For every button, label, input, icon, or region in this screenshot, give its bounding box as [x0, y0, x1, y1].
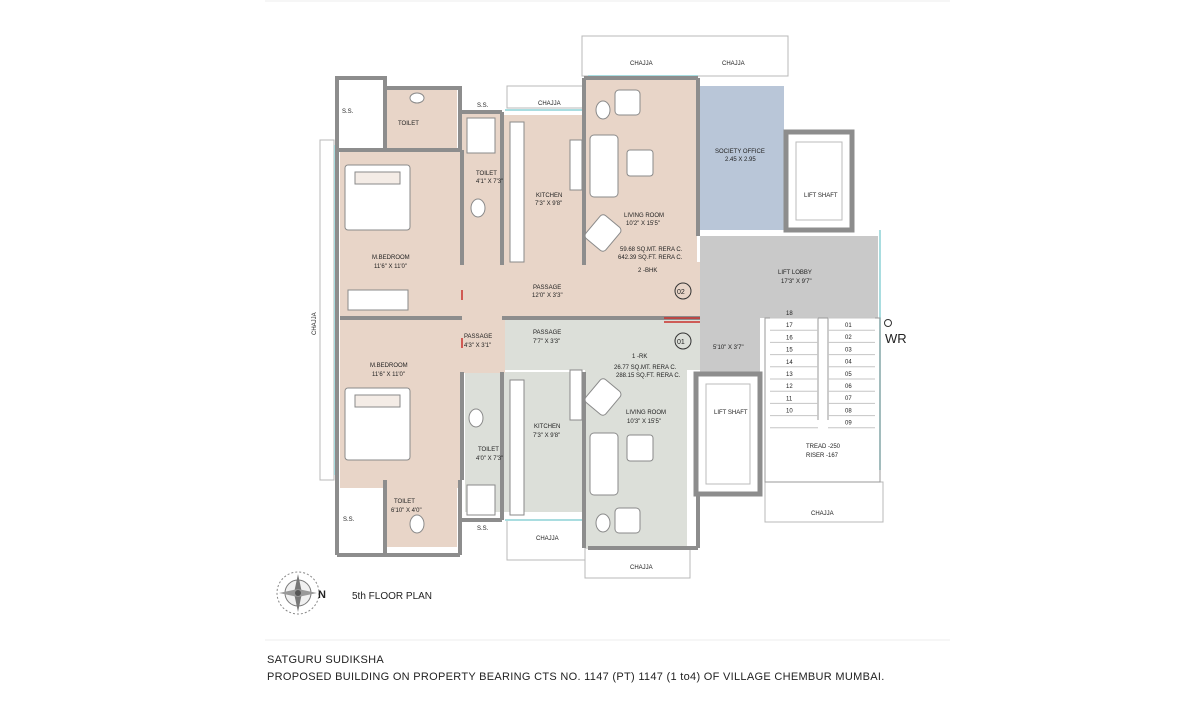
doors — [461, 290, 700, 348]
chajja-labels: CHAJJA CHAJJA CHAJJA CHAJJA CHAJJA CHAJJ… — [312, 61, 834, 571]
stair-step-number: 11 — [786, 396, 793, 402]
ss-label: S.S. — [343, 517, 355, 523]
ss-label: S.S. — [477, 103, 489, 109]
passage-label: PASSAGE — [533, 330, 561, 336]
riser-label: RISER -167 — [806, 453, 839, 459]
floor-plan-title: 5th FLOOR PLAN — [352, 591, 432, 602]
lift-shaft-inner — [705, 141, 843, 485]
kitchen-label: KITCHEN — [536, 193, 562, 199]
chajja-label: CHAJJA — [536, 536, 559, 542]
living-room-size: 10'3" X 15'5" — [627, 419, 661, 425]
stair-step-number: 07 — [845, 396, 852, 402]
flat-02-labels: S.S. S.S. TOILET TOILET 4'1" X 7'3" KITC… — [342, 103, 692, 300]
kitchen-label: KITCHEN — [534, 424, 560, 430]
stair-step-number: 18 — [786, 311, 793, 317]
toilet-label: TOILET — [398, 121, 419, 127]
stair-treads — [770, 317, 875, 429]
stair-step-number: 13 — [786, 372, 793, 378]
stair-step-number: 12 — [786, 384, 793, 390]
toilet-size: 4'1" X 7'3" — [476, 179, 503, 185]
toilet-size: 4'0" X 7'3" — [476, 456, 503, 462]
stair-step-number: 16 — [786, 335, 793, 341]
project-description: PROPOSED BUILDING ON PROPERTY BEARING CT… — [267, 671, 885, 683]
stair-step-number: 01 — [845, 323, 852, 329]
flat-02-floor — [340, 80, 700, 322]
chajja-label: CHAJJA — [630, 565, 653, 571]
kitchen-size: 7'3" X 9'8" — [535, 201, 562, 207]
bedroom-label: M.BEDROOM — [372, 255, 410, 261]
stair-step-numbers: 18 17 16 15 14 13 12 11 10 01 02 03 04 05 06 07 08 09 — [786, 311, 852, 427]
stair-step-number: 09 — [845, 421, 852, 427]
society-office-size: 2.45 X 2.95 — [725, 157, 756, 163]
lift-shaft-label: LIFT SHAFT — [804, 193, 838, 199]
stair-step-number: 06 — [845, 384, 852, 390]
chajja-side-label: CHAJJA — [312, 312, 318, 335]
stair-step-number: 10 — [786, 409, 793, 415]
living-room-size: 10'2" X 15'5" — [626, 221, 660, 227]
living-room-label: LIVING ROOM — [626, 410, 666, 416]
area-sqft: 288.15 SQ.FT. RERA C. — [616, 373, 681, 379]
stair-step-number: 05 — [845, 372, 852, 378]
area-sqft: 642.39 SQ.FT. RERA C. — [618, 255, 683, 261]
stair-step-number: 04 — [845, 360, 852, 366]
society-office-area — [700, 86, 784, 230]
lift-lobby-area — [700, 236, 878, 372]
living-room-label: LIVING ROOM — [624, 213, 664, 219]
flat-type: 1 -RK — [632, 354, 647, 360]
ss-label: S.S. — [477, 526, 489, 532]
passage-size: 7'7" X 3'3" — [533, 339, 560, 345]
stair-step-number: 02 — [845, 335, 852, 341]
stair-step-number: 03 — [845, 347, 852, 353]
furniture — [344, 89, 654, 534]
flat-type: 2 -BHK — [638, 268, 657, 274]
tread-label: TREAD -250 — [806, 444, 841, 450]
walls — [335, 76, 700, 557]
stair-step-number: 08 — [845, 408, 852, 414]
stair-step-number: 14 — [786, 360, 793, 366]
wr-label: WR — [885, 331, 907, 346]
toilet-label: TOILET — [478, 447, 499, 453]
lift-lobby-label: LIFT LOBBY — [778, 270, 812, 276]
area-sqmt: 59.68 SQ.MT. RERA C. — [620, 247, 683, 253]
stair-step-number: 17 — [786, 323, 793, 329]
common-area-labels: SOCIETY OFFICE 2.45 X 2.95 LIFT SHAFT LI… — [713, 149, 841, 459]
lift-shaft-label: LIFT SHAFT — [714, 410, 748, 416]
ss-label: S.S. — [342, 109, 354, 115]
toilet-label: TOILET — [476, 171, 497, 177]
flat-number: 01 — [677, 339, 685, 346]
society-office-label: SOCIETY OFFICE — [715, 149, 765, 155]
kitchen-size: 7'3" X 9'8" — [533, 433, 560, 439]
bedroom-size: 11'6" X 11'0" — [372, 372, 405, 378]
toilet-size: 6'10" X 4'0" — [391, 508, 422, 514]
area-sqmt: 26.77 SQ.MT. RERA C. — [614, 365, 677, 371]
passage-size: 12'0" X 3'3" — [532, 293, 563, 299]
stair-step-number: 15 — [786, 348, 793, 354]
chajja-label: CHAJJA — [630, 61, 653, 67]
compass-icon — [276, 571, 320, 615]
flat-01-labels: PASSAGE 4'3" X 3'1" PASSAGE 7'7" X 3'3" … — [343, 330, 692, 532]
north-label: N — [318, 589, 326, 601]
lift-shafts — [693, 129, 855, 497]
flat-number: 02 — [677, 289, 685, 296]
chajja-label: CHAJJA — [722, 61, 745, 67]
passage-label: PASSAGE — [533, 285, 561, 291]
landing-size: 5'10" X 3'7" — [713, 345, 744, 351]
passage-label: PASSAGE — [464, 334, 492, 340]
chajja-label: CHAJJA — [811, 511, 834, 517]
bedroom-label: M.BEDROOM — [370, 363, 408, 369]
bedroom-size: 11'6" X 11'0" — [374, 264, 407, 270]
lift-lobby-size: 17'3" X 9'7" — [781, 279, 812, 285]
toilet-label: TOILET — [394, 499, 415, 505]
passage-size: 4'3" X 3'1" — [464, 343, 491, 349]
project-name: SATGURU SUDIKSHA — [267, 654, 385, 666]
chajja-label: CHAJJA — [538, 101, 561, 107]
